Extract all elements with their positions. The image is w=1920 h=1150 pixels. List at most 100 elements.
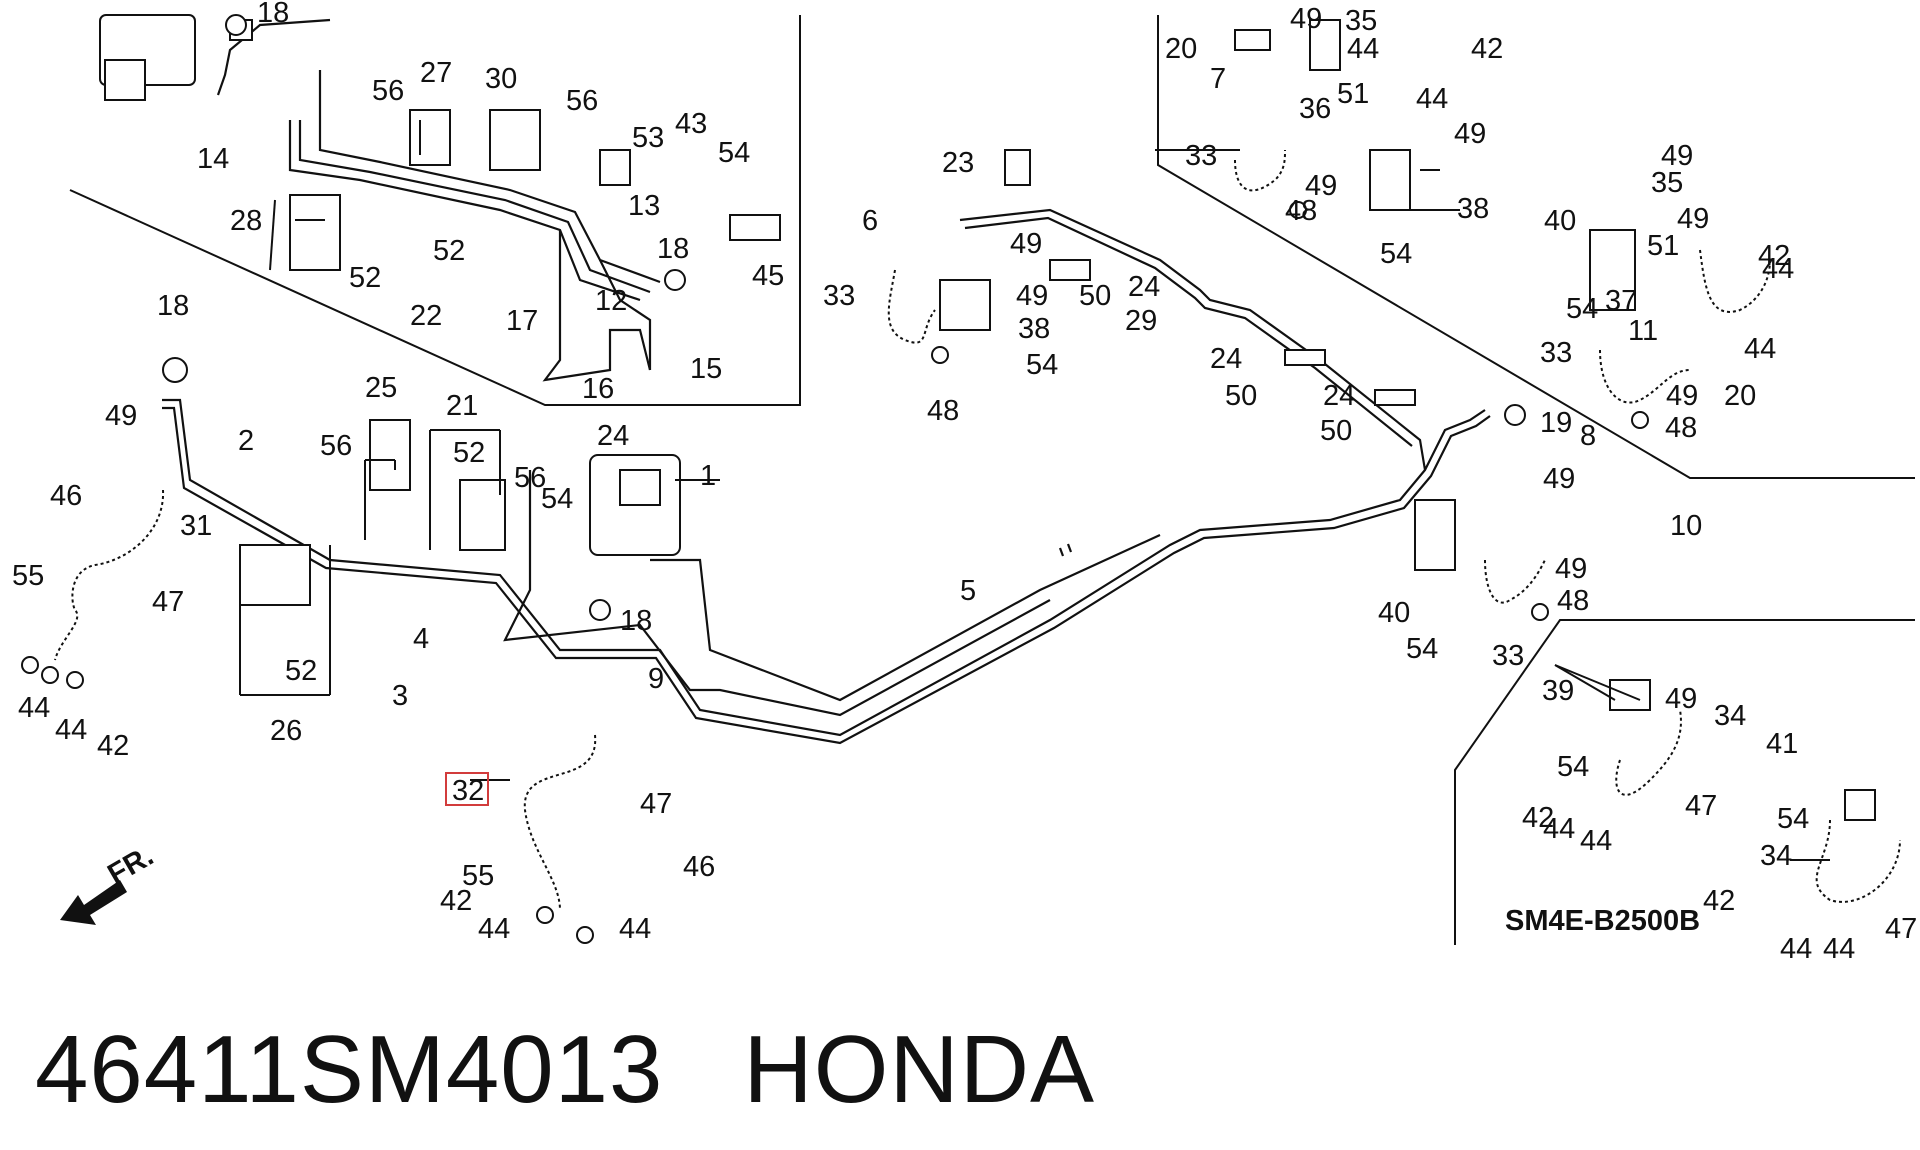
callout-50: 50 (1079, 280, 1111, 312)
front-direction-label: FR. (103, 840, 159, 891)
callout-49: 49 (1010, 228, 1042, 260)
callout-17: 17 (506, 305, 538, 337)
callout-24: 24 (1210, 343, 1242, 375)
callout-36: 36 (1299, 93, 1331, 125)
callout-51: 51 (1337, 78, 1369, 110)
callout-3: 3 (392, 680, 408, 712)
callout-28: 28 (230, 205, 262, 237)
callout-49: 49 (1543, 463, 1575, 495)
callout-33: 33 (823, 280, 855, 312)
callout-49: 49 (1555, 553, 1587, 585)
callout-38: 38 (1018, 313, 1050, 345)
callout-8: 8 (1580, 420, 1596, 452)
callout-16: 16 (582, 373, 614, 405)
callout-42: 42 (1703, 885, 1735, 917)
panel-frames (69, 15, 1915, 945)
callout-40: 40 (1378, 597, 1410, 629)
callout-52: 52 (285, 655, 317, 687)
callout-13: 13 (628, 190, 660, 222)
callout-42: 42 (1471, 33, 1503, 65)
callout-55: 55 (12, 560, 44, 592)
callout-44: 44 (18, 692, 50, 724)
callout-45: 45 (752, 260, 784, 292)
callout-49: 49 (1665, 683, 1697, 715)
callout-56: 56 (566, 85, 598, 117)
callout-55: 55 (462, 860, 494, 892)
callout-48: 48 (1557, 585, 1589, 617)
components (21, 14, 1876, 944)
callout-23: 23 (942, 147, 974, 179)
callout-44: 44 (55, 714, 87, 746)
diagram-code: SM4E-B2500B (1505, 905, 1700, 937)
callout-40: 40 (1544, 205, 1576, 237)
brake-hoses (54, 149, 1901, 911)
callout-34: 34 (1714, 700, 1746, 732)
callout-46: 46 (683, 851, 715, 883)
callout-numbers: 1234567891011121314151617181818181920202… (12, 0, 1917, 965)
callout-24: 24 (597, 420, 629, 452)
callout-53: 53 (632, 122, 664, 154)
callout-54: 54 (1406, 633, 1438, 665)
callout-56: 56 (372, 75, 404, 107)
callout-48: 48 (1665, 412, 1697, 444)
callout-54: 54 (541, 483, 573, 515)
brand-name: HONDA (743, 1016, 1096, 1123)
callout-12: 12 (595, 285, 627, 317)
callout-47: 47 (1685, 790, 1717, 822)
callout-20: 20 (1165, 33, 1197, 65)
callout-52: 52 (433, 235, 465, 267)
callout-51: 51 (1647, 230, 1679, 262)
callout-49: 49 (1290, 3, 1322, 35)
callout-42: 42 (97, 730, 129, 762)
callout-26: 26 (270, 715, 302, 747)
callout-54: 54 (718, 137, 750, 169)
callout-29: 29 (1125, 305, 1157, 337)
callout-52: 52 (349, 262, 381, 294)
callout-9: 9 (648, 663, 664, 695)
callout-44: 44 (1780, 933, 1812, 965)
callout-41: 41 (1766, 728, 1798, 760)
callout-5: 5 (960, 575, 976, 607)
callout-49: 49 (1305, 170, 1337, 202)
callout-44: 44 (1823, 933, 1855, 965)
callout-19: 19 (1540, 407, 1572, 439)
callout-31: 31 (180, 510, 212, 542)
callout-24: 24 (1323, 380, 1355, 412)
callout-44: 44 (1543, 813, 1575, 845)
callout-30: 30 (485, 63, 517, 95)
callout-27: 27 (420, 57, 452, 89)
callout-11: 11 (1628, 315, 1658, 347)
callout-32: 32 (452, 775, 484, 807)
callout-44: 44 (1347, 33, 1379, 65)
callout-56: 56 (514, 462, 546, 494)
callout-15: 15 (690, 353, 722, 385)
callout-24: 24 (1128, 271, 1160, 303)
callout-33: 33 (1540, 337, 1572, 369)
callout-2: 2 (238, 425, 254, 457)
callout-22: 22 (410, 300, 442, 332)
callout-56: 56 (320, 430, 352, 462)
callout-54: 54 (1566, 293, 1598, 325)
callout-54: 54 (1380, 238, 1412, 270)
callout-49: 49 (1454, 118, 1486, 150)
callout-50: 50 (1225, 380, 1257, 412)
callout-49: 49 (1677, 203, 1709, 235)
callout-54: 54 (1026, 349, 1058, 381)
callout-49: 49 (1016, 280, 1048, 312)
callout-6: 6 (862, 205, 878, 237)
callout-44: 44 (619, 913, 651, 945)
callout-20: 20 (1724, 380, 1756, 412)
callout-39: 39 (1542, 675, 1574, 707)
callout-46: 46 (50, 480, 82, 512)
callout-48: 48 (1285, 195, 1317, 227)
callout-33: 33 (1492, 640, 1524, 672)
callout-54: 54 (1557, 751, 1589, 783)
leader-lines (239, 120, 1830, 861)
callout-44: 44 (1416, 83, 1448, 115)
callout-37: 37 (1605, 285, 1637, 317)
callout-47: 47 (152, 586, 184, 618)
callout-38: 38 (1457, 193, 1489, 225)
callout-42: 42 (1758, 240, 1790, 272)
callout-25: 25 (365, 372, 397, 404)
